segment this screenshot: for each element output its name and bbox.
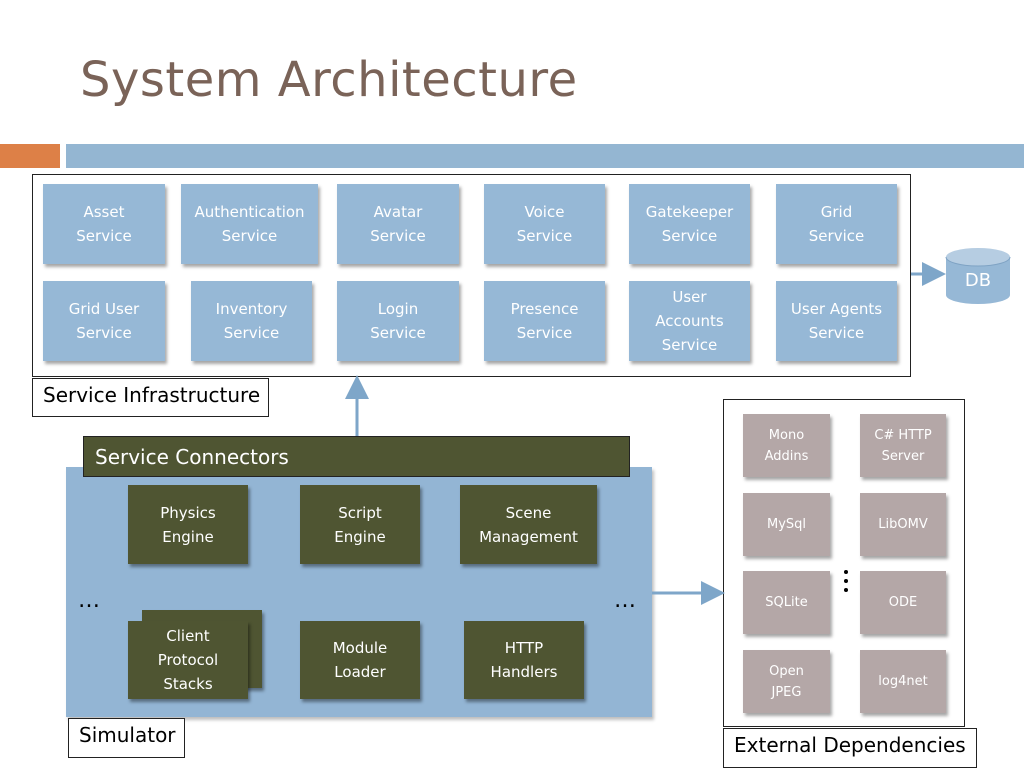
vertical-ellipsis-icon <box>841 570 851 597</box>
service-box: Grid Service <box>776 184 897 264</box>
dependency-box: ODE <box>860 571 946 634</box>
simulator-module: Physics Engine <box>128 485 248 564</box>
service-infrastructure-label: Service Infrastructure <box>32 378 269 417</box>
simulator-module: HTTP Handlers <box>464 621 584 699</box>
dependency-box: Open JPEG <box>743 650 830 713</box>
accent-bar-blue <box>66 144 1024 168</box>
dependency-box: SQLite <box>743 571 830 634</box>
simulator-module: Script Engine <box>300 485 420 564</box>
db-label: DB <box>965 270 991 291</box>
service-infrastructure-frame <box>32 174 911 377</box>
service-box: Inventory Service <box>191 281 312 361</box>
database-icon: DB <box>945 248 1011 304</box>
service-box: Login Service <box>337 281 459 361</box>
accent-bar-orange <box>0 144 60 168</box>
service-connectors-bar: Service Connectors <box>83 436 630 477</box>
page-title: System Architecture <box>80 52 578 108</box>
ellipsis-right: … <box>614 588 636 613</box>
simulator-label: Simulator <box>68 718 185 758</box>
service-box: User Agents Service <box>776 281 897 361</box>
simulator-module: Client Protocol Stacks <box>128 621 248 699</box>
simulator-module: Module Loader <box>300 621 420 699</box>
dependency-box: MySql <box>743 493 830 556</box>
dependency-box: C# HTTP Server <box>860 414 946 477</box>
service-box: Grid User Service <box>43 281 165 361</box>
service-box: Avatar Service <box>337 184 459 264</box>
dependency-box: LibOMV <box>860 493 946 556</box>
ellipsis-left: … <box>78 588 100 613</box>
external-dependencies-label: External Dependencies <box>723 728 977 768</box>
service-box: User Accounts Service <box>629 281 750 361</box>
dependency-box: Mono Addins <box>743 414 830 477</box>
service-box: Gatekeeper Service <box>629 184 750 264</box>
simulator-module: Scene Management <box>460 485 597 564</box>
service-box: Presence Service <box>484 281 605 361</box>
service-box: Authentication Service <box>181 184 318 264</box>
service-box: Asset Service <box>43 184 165 264</box>
service-box: Voice Service <box>484 184 605 264</box>
dependency-box: log4net <box>860 650 946 713</box>
